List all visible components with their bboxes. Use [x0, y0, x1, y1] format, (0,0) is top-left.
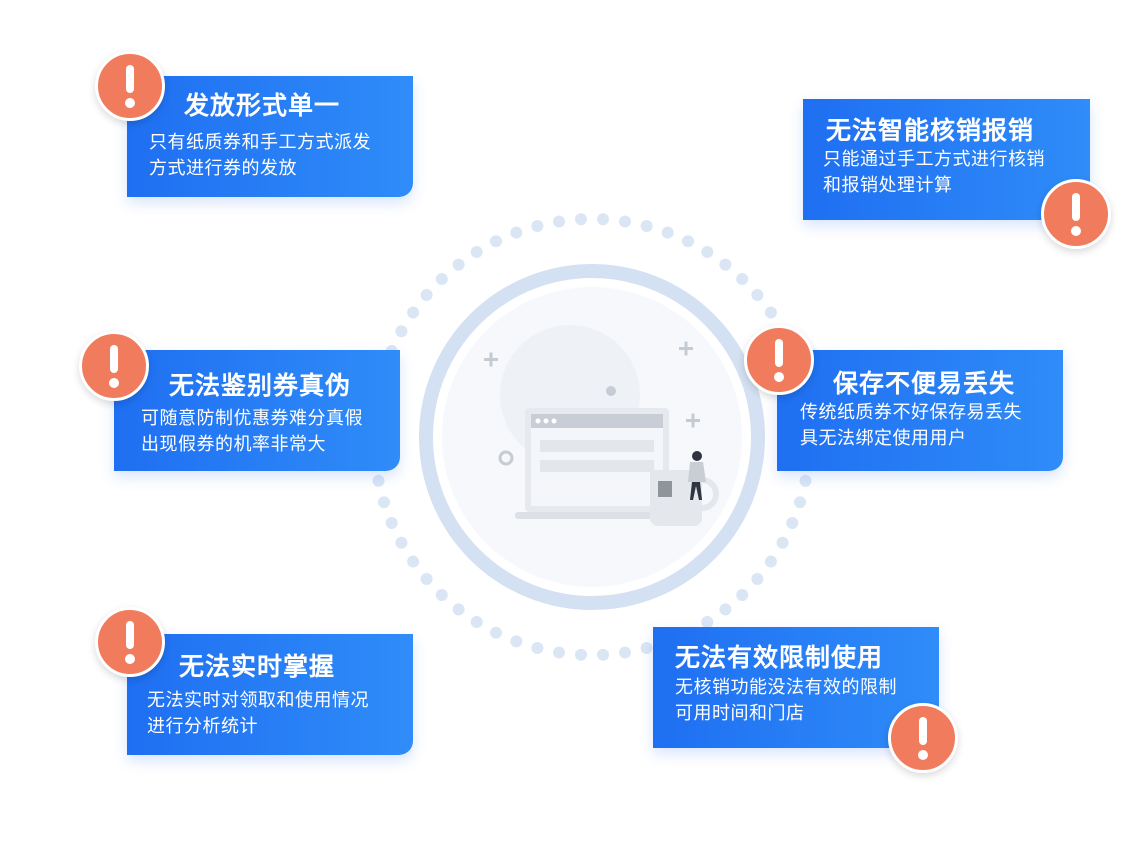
ring-dot: [640, 220, 653, 232]
ring-dot: [661, 226, 674, 239]
ring-dot: [470, 616, 483, 628]
desc-line: 只能通过手工方式进行核销: [823, 149, 1045, 170]
ring-dot: [719, 603, 732, 616]
card-description: 只能通过手工方式进行核销 和报销处理计算: [823, 147, 1045, 199]
ring-dot: [372, 474, 385, 487]
ring-dot: [764, 555, 777, 568]
card-title: 无法实时掌握: [179, 652, 336, 681]
ring-dot: [719, 258, 732, 271]
mug-illustration: [650, 470, 719, 526]
desc-line: 可用时间和门店: [675, 703, 805, 724]
card-title: 无法鉴别券真伪: [169, 371, 352, 400]
ring-dot: [736, 273, 749, 285]
desc-line: 出现假券的机率非常大: [141, 434, 326, 455]
ring-dot: [420, 289, 433, 301]
card-description: 可随意防制优惠券难分真假 出现假券的机率非常大: [141, 406, 363, 458]
ring-dot: [597, 213, 609, 226]
ring-dot: [452, 603, 465, 616]
ring-dot: [619, 215, 631, 228]
ring-dot: [764, 306, 777, 319]
ring-dot: [452, 258, 465, 271]
card-title: 无法有效限制使用: [675, 643, 884, 672]
card-title: 保存不便易丢失: [833, 369, 1016, 398]
desc-line: 可随意防制优惠券难分真假: [141, 408, 363, 429]
card-description: 无法实时对领取和使用情况 进行分析统计: [147, 688, 369, 740]
desc-line: 无核销功能没法有效的限制: [675, 677, 897, 698]
card-authenticity: 无法鉴别券真伪 可随意防制优惠券难分真假 出现假券的机率非常大: [114, 350, 400, 471]
ring-dot: [435, 589, 448, 601]
ring-dot: [575, 213, 587, 226]
exclamation-icon: [79, 331, 149, 401]
card-smart-verification: 无法智能核销报销 只能通过手工方式进行核销 和报销处理计算: [803, 99, 1090, 220]
ring-dot: [490, 626, 502, 639]
exclamation-icon: [95, 607, 165, 677]
card-description: 无核销功能没法有效的限制 可用时间和门店: [675, 675, 897, 727]
ring-dot: [407, 555, 420, 568]
desc-line: 进行分析统计: [147, 716, 258, 737]
ring-dot: [640, 642, 653, 654]
ring-dot: [736, 589, 749, 601]
ring-dot: [799, 474, 812, 487]
card-description: 传统纸质券不好保存易丢失 具无法绑定使用用户: [800, 400, 1022, 452]
ring-dot: [531, 642, 544, 654]
exclamation-icon: [744, 325, 814, 395]
laptop-illustration: [515, 408, 679, 519]
sparkle-icon: [484, 341, 700, 428]
exclamation-icon: [95, 51, 165, 121]
ring-dot: [531, 220, 544, 232]
desc-line: 只有纸质券和手工方式派发: [149, 132, 371, 153]
desc-line: 传统纸质券不好保存易丢失: [800, 402, 1022, 423]
exclamation-icon: [888, 703, 958, 773]
ring-dot: [395, 325, 408, 338]
ring-dot: [407, 306, 420, 319]
ring-dot: [435, 273, 448, 285]
ring-dot: [395, 536, 408, 549]
card-description: 只有纸质券和手工方式派发 方式进行券的发放: [149, 130, 371, 182]
ring-dot: [510, 226, 523, 239]
desc-line: 无法实时对领取和使用情况: [147, 690, 369, 711]
desc-line: 方式进行券的发放: [149, 158, 297, 179]
dotted-ring: [368, 213, 816, 661]
ring-dot: [378, 496, 390, 509]
desc-line: 和报销处理计算: [823, 175, 953, 196]
person-illustration: [688, 451, 706, 500]
card-title: 无法智能核销报销: [826, 116, 1035, 145]
ring-dot: [420, 573, 433, 585]
card-storage-loss: 保存不便易丢失 传统纸质券不好保存易丢失 具无法绑定使用用户: [777, 350, 1063, 471]
ring-dot: [470, 246, 483, 258]
ring-dot: [776, 536, 789, 549]
ring-dot: [510, 635, 523, 648]
card-realtime-tracking: 无法实时掌握 无法实时对领取和使用情况 进行分析统计: [127, 634, 413, 755]
ring-dot: [701, 246, 714, 258]
ring-dot: [490, 235, 502, 248]
card-single-distribution: 发放形式单一 只有纸质券和手工方式派发 方式进行券的发放: [127, 76, 413, 197]
exclamation-icon: [1041, 179, 1111, 249]
ring-dot: [619, 646, 631, 659]
ring-dot: [553, 646, 565, 659]
ring-dot: [751, 573, 764, 585]
ring-dot: [794, 496, 806, 509]
card-title: 发放形式单一: [184, 91, 341, 120]
ring-dot: [682, 235, 694, 248]
ring-dot: [575, 648, 587, 661]
ring-dot: [553, 215, 565, 228]
ring-dot: [786, 517, 799, 529]
ring-dot: [597, 648, 609, 661]
ring-dot: [751, 289, 764, 301]
ring-dot: [385, 517, 398, 529]
desc-line: 具无法绑定使用用户: [800, 428, 967, 449]
